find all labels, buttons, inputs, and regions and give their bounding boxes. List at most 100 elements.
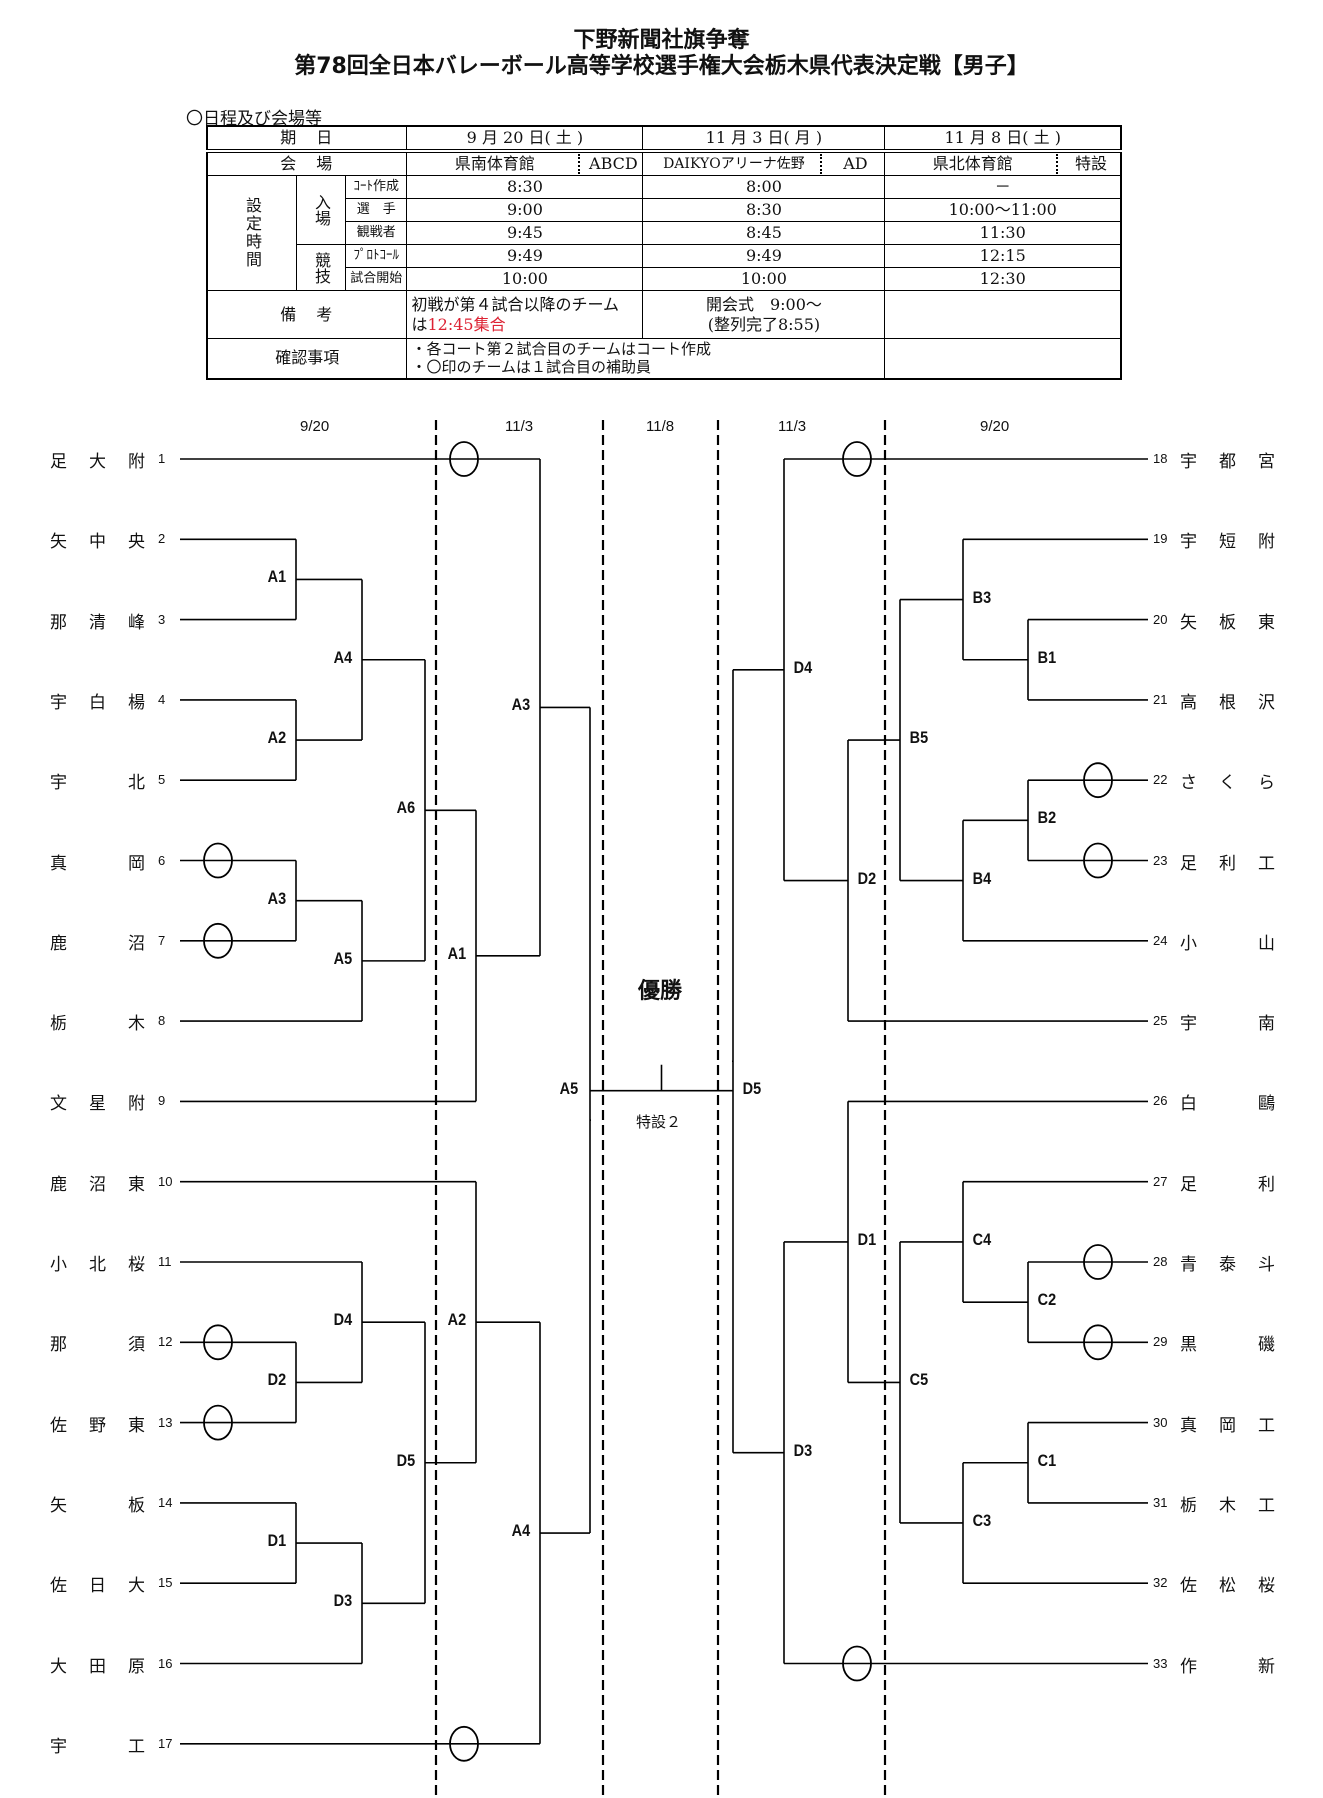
- team-name-char: 沼: [89, 1174, 106, 1195]
- label-remarks: 備 考: [206, 290, 408, 339]
- final-court-label: 特設２: [636, 1112, 682, 1131]
- team-name-char: 附: [128, 452, 145, 472]
- seed-number: 28: [1153, 1254, 1168, 1269]
- team-name-char: 佐: [1180, 1576, 1197, 1597]
- seed-number: 5: [158, 772, 166, 788]
- seed-number: 27: [1153, 1173, 1168, 1189]
- date-day1: 9 月 20 日( 土 ): [406, 125, 644, 153]
- title-line-2: 第78回全日本バレーボール高等学校選手権大会栃木県代表決定戦【男子】: [294, 54, 1029, 79]
- team-name-char: 桜: [1258, 1576, 1275, 1597]
- seed-number: 21: [1153, 691, 1168, 707]
- team-name-right: 白 鷗: [1180, 1089, 1275, 1114]
- team-name-char: [89, 849, 106, 874]
- seed-number: 23: [1153, 852, 1168, 868]
- team-name-char: 田: [89, 1656, 106, 1677]
- court-setup-day3: －: [884, 175, 1122, 199]
- team-name-char: 原: [128, 1656, 145, 1677]
- team-name-char: 足: [1180, 853, 1197, 874]
- match-label: C3: [972, 1510, 992, 1530]
- team-name-right: 宇都宮: [1180, 447, 1275, 472]
- venue-name: 県北体育館: [932, 154, 1013, 173]
- match-label: D1: [267, 1531, 287, 1551]
- row-date: 期 日 9 月 20 日( 土 ) 11 月 3 日( 月 ) 11 月 8 日…: [206, 125, 1122, 153]
- team-name-right: 佐松桜: [1180, 1571, 1275, 1596]
- team-name-char: 中: [89, 532, 106, 553]
- schedule-heading: 〇日程及び会場等: [186, 109, 322, 129]
- date-day2: 11 月 3 日( 月 ): [642, 125, 886, 153]
- team-name-char: 工: [1258, 1415, 1275, 1436]
- venue-courts: 特設: [1056, 154, 1116, 174]
- team-name-char: 小: [50, 1255, 67, 1275]
- helper-mark-icon: [842, 441, 872, 477]
- seed-number: 25: [1153, 1013, 1168, 1029]
- date-day3: 11 月 8 日( 土 ): [884, 125, 1122, 153]
- match-label: A1: [447, 943, 467, 963]
- team-name-char: [1219, 929, 1236, 954]
- match-label: C1: [1037, 1450, 1057, 1470]
- team-name-char: 大: [128, 1576, 145, 1597]
- team-name-char: 板: [1219, 612, 1236, 633]
- row-spectators: 観戦者 9:45 8:45 11:30: [207, 221, 1122, 245]
- seed-number: 17: [158, 1735, 173, 1751]
- team-name-char: 木: [128, 1014, 145, 1035]
- team-name-left: 宇白楊: [50, 688, 145, 713]
- team-name-char: 都: [1219, 452, 1236, 472]
- team-name-char: 足: [50, 452, 67, 472]
- seed-number: 32: [1153, 1575, 1168, 1591]
- match-label: D3: [793, 1440, 813, 1460]
- team-name-char: 足: [1180, 1174, 1197, 1195]
- seed-number: 14: [158, 1494, 173, 1510]
- team-name-left: 真 岡: [50, 849, 145, 874]
- venue-courts: ABCD: [578, 154, 638, 174]
- team-name-char: 佐: [50, 1415, 67, 1436]
- team-name-left: 鹿沼東: [50, 1170, 145, 1195]
- helper-mark-icon: [449, 1725, 479, 1762]
- helper-mark-icon: [203, 842, 233, 879]
- remarks-line: 開会式 9:00～: [705, 294, 822, 314]
- match-label: B2: [1037, 808, 1057, 828]
- team-name-char: 桜: [128, 1255, 145, 1275]
- team-name-right: 宇短附: [1180, 527, 1275, 552]
- protocol-day3: 12:15: [884, 244, 1122, 268]
- remarks-day3: [884, 290, 1122, 339]
- helper-mark-icon: [449, 441, 479, 477]
- team-name-char: 斗: [1258, 1255, 1275, 1275]
- players-day3: 10:00～11:00: [884, 198, 1122, 222]
- team-name-char: 矢: [50, 1495, 67, 1516]
- remarks-prefix: は: [411, 314, 428, 334]
- team-name-right: 足利工: [1180, 849, 1275, 874]
- team-name-char: 南: [1258, 1014, 1275, 1035]
- remarks-line: は12:45集合: [411, 315, 638, 335]
- team-name-char: 板: [128, 1495, 145, 1516]
- match-label: D2: [267, 1370, 287, 1390]
- seed-number: 7: [158, 932, 166, 948]
- seed-number: 4: [158, 691, 166, 707]
- seed-number: 31: [1153, 1494, 1168, 1510]
- team-name-char: 附: [1258, 532, 1275, 553]
- team-name-char: 山: [1258, 933, 1275, 954]
- team-name-char: 宇: [50, 773, 67, 794]
- team-name-char: 白: [89, 692, 106, 713]
- team-name-left: 矢中央: [50, 527, 145, 552]
- team-name-char: 鹿: [50, 933, 67, 954]
- team-name-char: ら: [1258, 773, 1275, 794]
- seed-number: 20: [1153, 611, 1168, 627]
- label-setting-time: 設定時間: [206, 175, 297, 291]
- seed-number: 11: [158, 1254, 172, 1269]
- match-label: D5: [396, 1450, 416, 1470]
- team-name-char: 北: [89, 1255, 106, 1275]
- match-label: D2: [857, 868, 877, 888]
- team-name-left: 佐日大: [50, 1571, 145, 1596]
- team-name-char: 沼: [128, 933, 145, 954]
- seed-number: 30: [1153, 1414, 1168, 1430]
- match-label: A4: [333, 647, 353, 667]
- team-name-char: 宇: [1180, 1014, 1197, 1035]
- row-protocol: 競技 ﾌﾟﾛﾄｺｰﾙ 9:49 9:49 12:15: [207, 244, 1122, 291]
- round-date-center: 11/8: [646, 418, 675, 435]
- team-name-left: 小北桜: [50, 1250, 145, 1275]
- helper-mark-icon: [1083, 842, 1113, 879]
- helper-mark-icon: [203, 1324, 233, 1361]
- helper-mark-icon: [203, 922, 233, 959]
